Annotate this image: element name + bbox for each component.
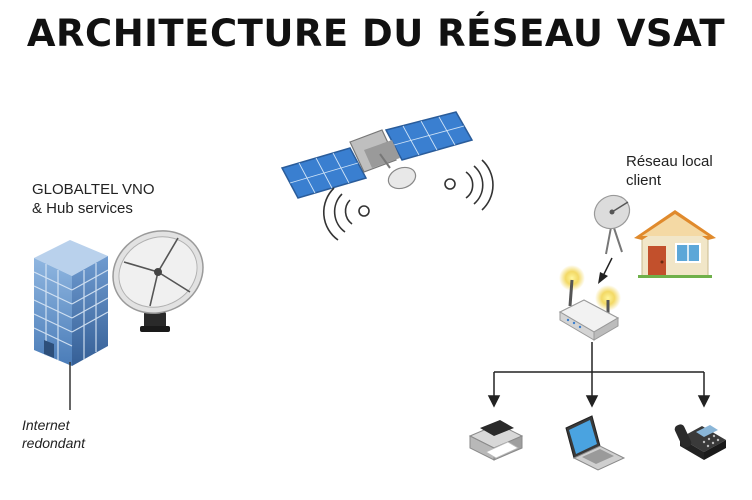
client-label: Réseau local client <box>626 152 713 190</box>
internet-label: Internet redondant <box>22 416 85 452</box>
hub-label-line2: & Hub services <box>32 200 133 217</box>
dish-to-router-arrow <box>598 257 613 284</box>
desk-phone-icon <box>674 424 726 460</box>
wifi-router-icon <box>558 265 621 341</box>
page-title: ARCHITECTURE DU RÉSEAU VSAT <box>26 12 726 55</box>
satellite-dish-icon <box>112 230 204 332</box>
printer-icon <box>468 420 524 461</box>
signal-waves-right <box>444 159 494 211</box>
internet-label-line2: redondant <box>22 435 86 451</box>
client-label-line2: client <box>626 172 662 189</box>
signal-waves-left <box>322 187 370 241</box>
laptop-icon <box>565 415 626 471</box>
client-label-line1: Réseau local <box>626 153 713 170</box>
satellite-icon <box>280 111 474 199</box>
house-icon <box>634 210 716 278</box>
hub-label: GLOBALTEL VNO & Hub services <box>32 180 155 218</box>
internet-label-line1: Internet <box>22 417 70 433</box>
small-satellite-dish-icon <box>593 194 631 255</box>
hub-label-line1: GLOBALTEL VNO <box>32 181 155 198</box>
office-building-icon <box>33 240 109 366</box>
lan-connector-lines <box>487 342 711 408</box>
